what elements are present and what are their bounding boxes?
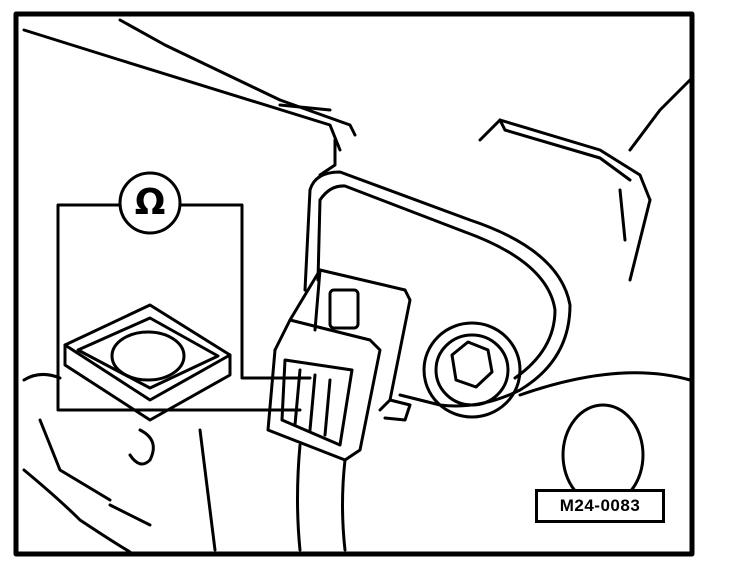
sensor-flange (303, 170, 572, 408)
round-cover (518, 371, 692, 507)
hex-bolt (422, 321, 522, 419)
lower-housing (22, 373, 217, 554)
housing-cover (22, 18, 692, 282)
sensor-connector (266, 268, 412, 462)
figure-frame (13, 11, 695, 557)
figure-reference-label: M24-0083 (535, 489, 665, 523)
sensor-cable (296, 443, 347, 552)
multimeter-callout (56, 171, 312, 412)
pin-detail (63, 303, 232, 422)
ohmmeter-symbol: Ω (134, 182, 166, 223)
